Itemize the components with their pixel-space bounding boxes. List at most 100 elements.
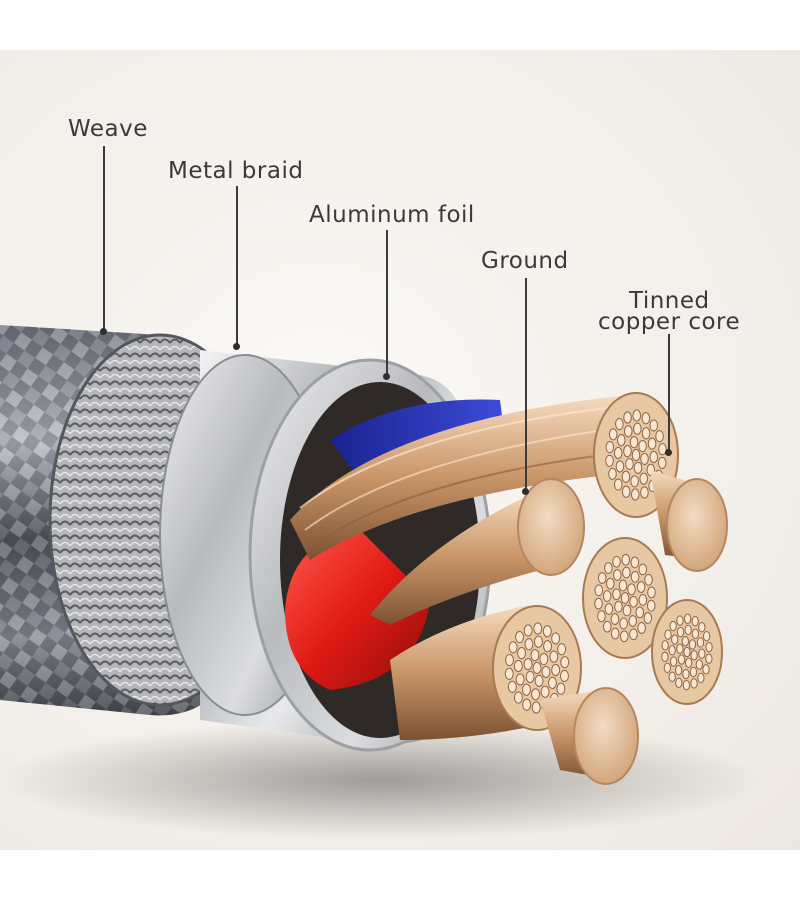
- copper-strand-2: [629, 595, 638, 608]
- leader-dot-tinned-copper-core: [665, 449, 672, 456]
- copper-strand-3: [674, 665, 683, 676]
- copper-strand-3: [683, 613, 692, 625]
- copper-strand-3: [675, 677, 683, 689]
- leader-tinned-copper-core: [668, 334, 670, 452]
- copper-strand-1: [513, 691, 523, 704]
- copper-strand-0: [641, 427, 651, 440]
- copper-strand-3: [681, 636, 690, 647]
- copper-strand-1: [557, 643, 567, 656]
- copper-strand-3: [702, 631, 711, 642]
- leader-ground: [525, 278, 527, 491]
- copper-strand-0: [632, 409, 642, 422]
- copper-strand-0: [633, 461, 643, 474]
- copper-strand-1: [525, 670, 535, 684]
- copper-strand-0: [630, 488, 640, 501]
- copper-strand-1: [508, 641, 518, 654]
- copper-strand-2: [636, 581, 646, 593]
- copper-strand-0: [608, 467, 617, 480]
- leader-dot-aluminum-foil: [383, 373, 390, 380]
- copper-strand-3: [669, 656, 678, 667]
- copper-strand-2: [620, 592, 630, 604]
- copper-strand-2: [627, 583, 636, 596]
- copper-strand-2: [612, 588, 621, 601]
- copper-strand-2: [594, 597, 603, 610]
- copper-strand-1: [534, 674, 544, 687]
- copper-strand-1: [531, 701, 541, 714]
- copper-strand-0: [655, 430, 664, 443]
- label-aluminum-foil: Aluminum foil: [309, 202, 475, 228]
- copper-strand-2: [597, 610, 606, 623]
- copper-strand-0: [633, 422, 642, 435]
- copper-strand-3: [668, 645, 676, 656]
- copper-strand-3: [684, 624, 692, 636]
- copper-strand-1: [541, 665, 551, 678]
- copper-strand-3: [695, 659, 703, 670]
- copper-strand-3: [661, 651, 669, 663]
- copper-strand-3: [683, 646, 691, 658]
- copper-strand-2: [613, 569, 622, 581]
- label-metal-braid: Metal braid: [168, 158, 304, 184]
- leader-metal-braid: [236, 186, 238, 346]
- copper-strand-1: [517, 647, 527, 660]
- copper-strand-2: [604, 603, 614, 615]
- copper-strand-3: [705, 641, 713, 653]
- copper-strand-0: [641, 412, 651, 425]
- copper-strand-2: [629, 628, 638, 641]
- copper-strand-3: [676, 626, 685, 638]
- copper-strand-2: [619, 617, 628, 630]
- copper-strand-2: [622, 566, 631, 579]
- copper-strand-0: [649, 419, 659, 432]
- copper-strand-0: [616, 434, 626, 447]
- copper-strand-1: [530, 649, 540, 662]
- copper-strand-0: [605, 454, 614, 467]
- copper-strand-3: [682, 679, 691, 691]
- copper-strand-2: [638, 563, 648, 576]
- copper-strand-0: [623, 445, 632, 458]
- copper-strand-1: [521, 683, 531, 696]
- copper-strand-3: [689, 666, 698, 678]
- tinned-core-bottom: [540, 687, 639, 785]
- copper-strand-2: [604, 562, 613, 574]
- copper-strand-0: [621, 485, 631, 498]
- copper-strand-1: [504, 667, 514, 680]
- copper-strand-2: [647, 586, 656, 599]
- copper-strand-3: [669, 620, 677, 632]
- copper-strand-2: [637, 622, 646, 634]
- copper-strand-1: [532, 661, 542, 675]
- copper-strand-0: [623, 411, 632, 424]
- copper-strand-2: [643, 612, 653, 624]
- copper-strand-2: [610, 613, 620, 625]
- copper-strand-3: [688, 639, 697, 650]
- copper-strand-2: [635, 606, 645, 619]
- copper-strand-3: [664, 629, 672, 640]
- copper-strand-0: [625, 457, 634, 471]
- copper-strand-0: [647, 437, 657, 450]
- copper-strand-2: [618, 579, 628, 592]
- copper-strand-3: [698, 648, 706, 659]
- copper-strand-0: [649, 450, 659, 464]
- leader-aluminum-foil: [386, 230, 388, 376]
- copper-strand-1: [515, 673, 525, 686]
- copper-strand-3: [663, 662, 672, 673]
- copper-strand-2: [619, 630, 629, 643]
- copper-strands: [504, 409, 713, 714]
- copper-strand-3: [676, 643, 684, 654]
- copper-strand-0: [613, 478, 623, 491]
- copper-strand-1: [523, 624, 533, 637]
- copper-strand-3: [661, 640, 669, 651]
- leader-dot-weave: [100, 328, 107, 335]
- copper-strand-2: [612, 555, 621, 568]
- leader-dot-metal-braid: [233, 343, 240, 350]
- copper-strand-1: [560, 656, 570, 669]
- copper-strand-3: [676, 615, 684, 626]
- copper-strand-2: [630, 556, 640, 569]
- label-weave: Weave: [68, 116, 148, 142]
- copper-strand-2: [628, 615, 637, 627]
- copper-strand-1: [522, 698, 532, 711]
- copper-strand-2: [614, 600, 623, 613]
- copper-strand-3: [697, 672, 705, 684]
- copper-strand-2: [594, 584, 604, 597]
- copper-strand-0: [657, 456, 667, 470]
